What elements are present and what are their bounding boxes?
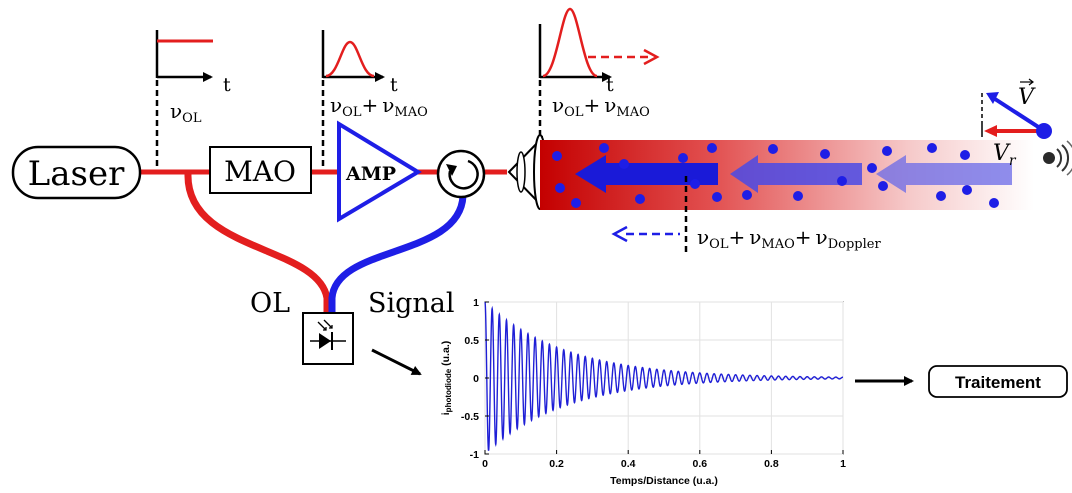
- y-tick-label: -1: [470, 449, 479, 461]
- time-axis-label: t: [606, 74, 614, 96]
- y-tick-label: 0.5: [464, 335, 479, 347]
- y-tick-label: 0: [473, 373, 479, 385]
- y-tick-label: -0.5: [461, 411, 479, 423]
- doppler-annotation: νOL+νMAO+νDoppler: [611, 176, 881, 254]
- time-axis-label: t: [390, 74, 398, 96]
- ol-label: OL: [250, 288, 290, 319]
- x-tick-label: 0.6: [692, 458, 707, 470]
- time-axis-label: t: [223, 74, 231, 96]
- signal-label: Signal: [368, 288, 455, 319]
- frequency-label-ol: νOL: [170, 99, 202, 126]
- signal-series: [484, 301, 843, 451]
- x-axis-label: Temps/Distance (u.a.): [610, 475, 718, 487]
- mao-label: MAO: [224, 155, 296, 188]
- traitement-block: Traitement: [928, 365, 1068, 398]
- moving-particle: [1036, 123, 1052, 139]
- laser-label: Laser: [28, 154, 125, 194]
- laser-block: Laser: [11, 145, 142, 200]
- photodiode-block: [302, 312, 354, 365]
- backscatter-arrow-weak: [876, 155, 1012, 193]
- plot-ticks: 0 0.2 0.4 0.6 0.8 1 1 0.5 0 -0.5 -1: [461, 297, 846, 470]
- velocity-vr-label: Vr: [993, 141, 1017, 169]
- scatter-waves-icon: [1043, 140, 1072, 176]
- pulse-inset-amplified: t νOL+νMAO: [538, 7, 660, 138]
- fiber-ol-tap: [184, 173, 331, 313]
- x-tick-label: 0.2: [549, 458, 564, 470]
- aerosol-particles: [552, 143, 999, 208]
- amp-label: AMP: [345, 163, 396, 185]
- x-tick-label: 1: [840, 458, 846, 470]
- backscatter-arrow-strong: [575, 155, 718, 193]
- y-tick-label: 1: [473, 297, 479, 309]
- velocity-v-label: V: [1018, 85, 1036, 110]
- mao-block: MAO: [209, 146, 312, 194]
- amp-block: AMP: [337, 120, 422, 223]
- x-tick-label: 0.8: [764, 458, 779, 470]
- circulator-icon: [436, 149, 486, 199]
- velocity-vr-value: Vr: [0, 0, 2, 1]
- backscatter-arrow-medium: [730, 155, 862, 193]
- x-tick-label: 0.4: [621, 458, 636, 470]
- photodiode-chart: 0 0.2 0.4 0.6 0.8 1 1 0.5 0 -0.5 -1 Temps/Distance…: [440, 297, 846, 487]
- y-axis-label: iphotodiode (u.a.): [440, 341, 453, 415]
- pulse-inset-ol: t νOL: [155, 30, 231, 168]
- velocity-diagram: V Vr Vr: [0, 0, 1052, 169]
- traitement-label: Traitement: [955, 373, 1041, 392]
- backscatter-arrows: [575, 155, 1012, 193]
- x-tick-label: 0: [482, 458, 488, 470]
- frequency-label-doppler: νOL+νMAO+νDoppler: [697, 225, 881, 252]
- pulse-inset-mao: t νOL+νMAO: [321, 30, 428, 168]
- detector-to-plot-arrow: [371, 348, 422, 376]
- fiber-signal-return: [328, 195, 467, 313]
- frequency-label-mao: νOL+νMAO: [330, 93, 428, 120]
- frequency-label-emitted: νOL+νMAO: [552, 93, 650, 120]
